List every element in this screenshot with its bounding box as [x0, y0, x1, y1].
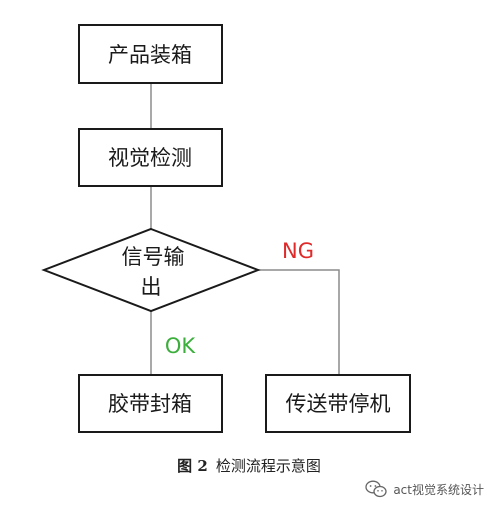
node-sealing-label: 胶带封箱 [108, 392, 192, 416]
figure-number: 图 2 [177, 457, 208, 475]
node-vision-box [78, 128, 223, 187]
figure-caption: 图 2 检测流程示意图 [0, 455, 498, 476]
node-packing-box [78, 24, 223, 84]
node-stop-box [265, 374, 411, 433]
node-decision-label-line1: 信号输 [122, 245, 185, 269]
node-decision-diamond [41, 227, 261, 313]
node-decision-label-line2: 出 [141, 275, 162, 299]
edge-ng-label: NG [282, 239, 314, 263]
wechat-icon [365, 480, 387, 498]
node-packing-label: 产品装箱 [108, 43, 192, 67]
watermark: act视觉系统设计 [365, 480, 484, 498]
figure-title: 检测流程示意图 [215, 457, 321, 475]
node-vision-label: 视觉检测 [108, 146, 192, 170]
watermark-text: act视觉系统设计 [393, 482, 484, 497]
connector-decision-to-stop [258, 269, 340, 375]
node-sealing-box [78, 374, 223, 433]
edge-ok-label: OK [165, 334, 197, 358]
node-stop-label: 传送带停机 [286, 392, 391, 416]
